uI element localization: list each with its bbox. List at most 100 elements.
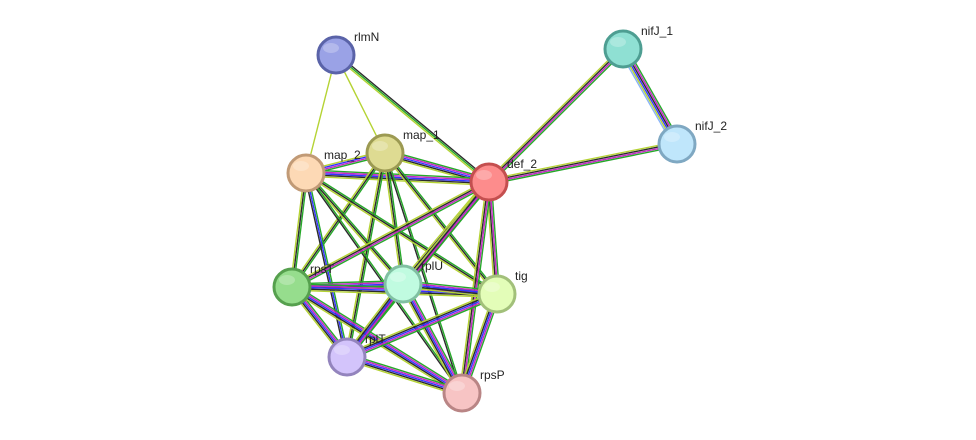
edge-strand <box>305 54 337 174</box>
node-highlight <box>484 282 500 292</box>
edge-strand <box>293 283 465 391</box>
node-circle-nifJ_1[interactable] <box>603 29 643 69</box>
node-rpsT[interactable]: rpsT <box>272 262 335 307</box>
edge-strand <box>347 353 464 391</box>
edge-strand <box>305 175 489 186</box>
node-circle-map_2[interactable] <box>286 153 326 193</box>
edge-strand <box>385 152 464 393</box>
node-rlmN[interactable]: rlmN <box>316 30 379 75</box>
edge-strand <box>487 47 623 182</box>
edge-strand <box>305 172 404 285</box>
node-label-tig: tig <box>515 269 528 283</box>
node-map_2[interactable]: map_2 <box>286 148 361 193</box>
node-label-rplT: rplT <box>365 332 386 346</box>
edge-strand <box>292 182 490 289</box>
node-circle-tig[interactable] <box>477 274 517 314</box>
node-tig[interactable]: tig <box>477 269 528 314</box>
edge-tig-rplT <box>345 290 499 361</box>
node-highlight <box>390 272 406 282</box>
node-circle-nifJ_2[interactable] <box>657 124 697 164</box>
edge-strand <box>488 142 677 182</box>
edge-strand <box>291 180 489 287</box>
edge-map_2-tig <box>304 171 499 296</box>
node-label-rpsP: rpsP <box>480 368 505 382</box>
node-label-rplU: rplU <box>421 259 443 273</box>
node-highlight <box>664 132 680 142</box>
node-rplU[interactable]: rplU <box>383 259 443 304</box>
node-circle-def_2[interactable] <box>469 162 509 202</box>
node-circle-rplT[interactable] <box>327 337 367 377</box>
edge-strand <box>400 284 462 395</box>
edge-strand <box>347 294 498 360</box>
node-nifJ_2[interactable]: nifJ_2 <box>657 119 727 164</box>
edge-strand <box>306 169 490 180</box>
edge-strand <box>489 49 625 184</box>
edge-strand <box>346 357 462 396</box>
node-label-def_2: def_2 <box>507 157 537 171</box>
edge-strand <box>346 291 497 357</box>
node-rplT[interactable]: rplT <box>327 332 386 377</box>
node-map_1[interactable]: map_1 <box>365 128 440 173</box>
node-nifJ_1[interactable]: nifJ_1 <box>603 24 673 69</box>
edge-strand <box>486 46 622 181</box>
edge-strand <box>345 359 462 397</box>
edge-def_2-rpsP <box>458 181 493 394</box>
node-circle-rplU[interactable] <box>383 264 423 304</box>
edge-strand <box>305 172 348 358</box>
edge-strand <box>399 285 460 395</box>
edge-strand <box>334 55 489 184</box>
edge-strand <box>347 153 388 358</box>
edge-strand <box>306 170 490 182</box>
node-circle-rpsT[interactable] <box>272 267 312 307</box>
edge-strand <box>347 354 463 393</box>
node-def_2[interactable]: def_2 <box>469 157 537 202</box>
edge-strand <box>405 282 466 392</box>
edge-strand <box>460 181 489 393</box>
node-highlight <box>323 43 339 53</box>
edge-strand <box>346 293 498 358</box>
edge-strand <box>306 171 499 294</box>
node-highlight <box>279 275 295 285</box>
node-circle-map_1[interactable] <box>365 133 405 173</box>
edge-def_2-rpsT <box>290 179 491 290</box>
edge-strand <box>384 152 404 285</box>
node-label-nifJ_1: nifJ_1 <box>641 24 673 38</box>
edge-nifJ_1-def_2 <box>486 46 626 185</box>
edge-strand <box>346 356 463 394</box>
edge-strand <box>458 181 488 393</box>
edge-strand <box>290 179 489 286</box>
edge-strand <box>303 173 347 358</box>
edge-strand <box>489 145 678 186</box>
edge-strand <box>462 182 491 394</box>
edge-strand <box>292 183 491 290</box>
node-label-map_2: map_2 <box>324 148 361 162</box>
edge-rplU-rpsP <box>399 282 466 395</box>
node-label-map_1: map_1 <box>403 128 440 142</box>
edge-strand <box>345 290 497 355</box>
edge-strand <box>335 54 490 183</box>
node-highlight <box>372 141 388 151</box>
node-circle-rpsP[interactable] <box>442 373 482 413</box>
edge-strand <box>304 173 497 296</box>
edge-strand <box>402 283 463 394</box>
node-highlight <box>610 37 626 47</box>
node-layer: rlmN nifJ_1 map_1 map_2 def_2 nifJ_2 rpsT rplU t… <box>272 24 727 413</box>
edge-strand <box>463 182 493 394</box>
edge-strand <box>291 286 463 394</box>
edge-rlmN-def_2 <box>334 53 491 184</box>
node-circle-rlmN[interactable] <box>316 35 356 75</box>
edge-strand <box>336 53 491 182</box>
edge-strand <box>305 173 489 185</box>
node-rpsP[interactable]: rpsP <box>442 368 505 413</box>
edge-strand <box>490 50 626 185</box>
node-highlight <box>334 345 350 355</box>
edge-map_1-rpsP <box>383 152 464 394</box>
edge-strand <box>383 153 462 394</box>
edge-strand <box>305 172 490 183</box>
edge-strand <box>385 152 406 284</box>
node-label-nifJ_2: nifJ_2 <box>695 119 727 133</box>
edge-strand <box>347 296 499 361</box>
edge-map_1-rplU <box>382 152 406 285</box>
edge-strand <box>400 179 488 283</box>
